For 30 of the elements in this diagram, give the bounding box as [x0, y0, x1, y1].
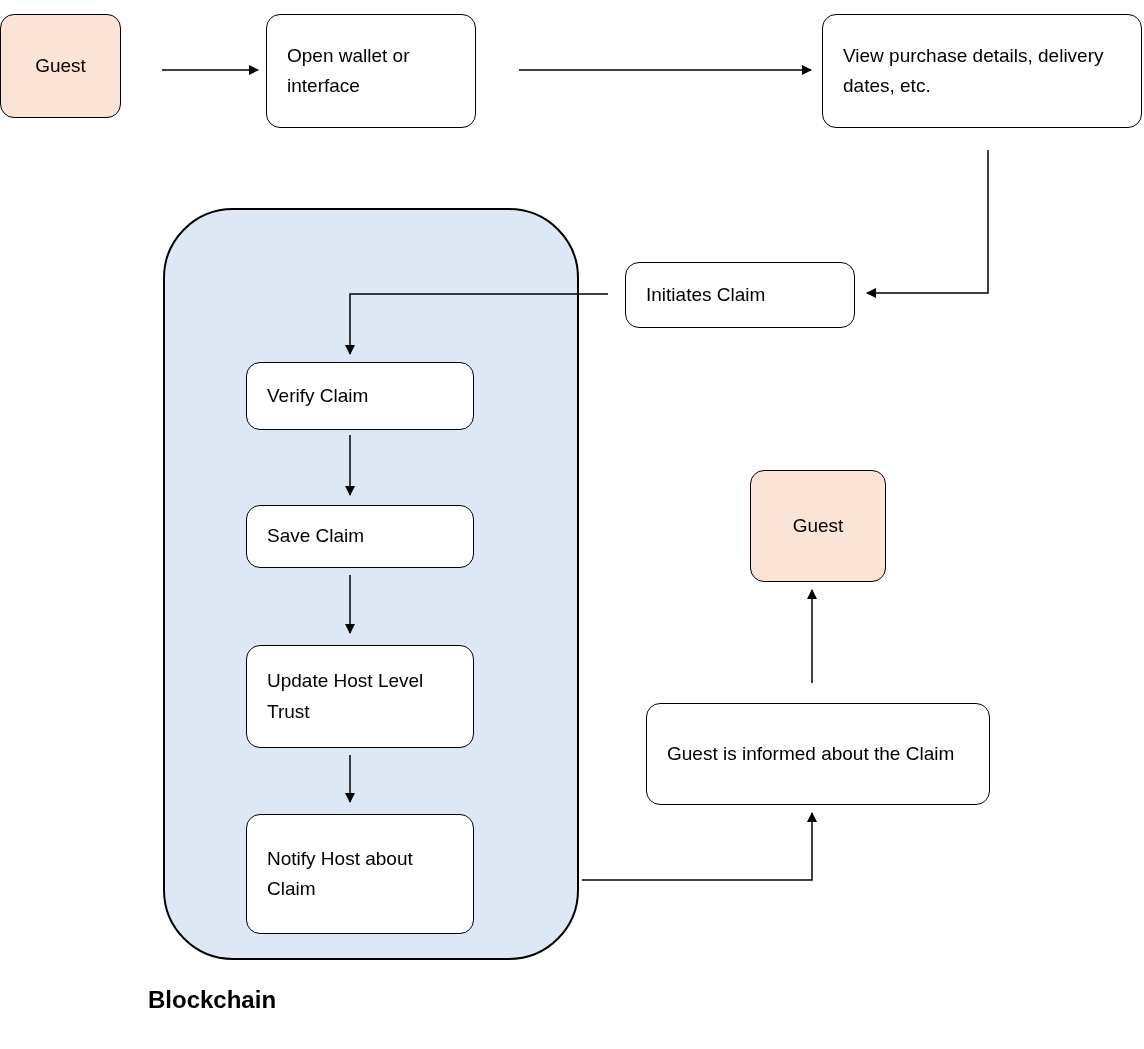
node-label: Verify Claim [267, 383, 370, 408]
arrow [345, 293, 609, 355]
node-label: Save Claim [267, 524, 366, 549]
arrow [518, 65, 812, 75]
process-box [246, 645, 474, 748]
group-title: Blockchain [148, 985, 277, 1015]
node-label: Guest is informed about the Claim [667, 741, 956, 766]
node-label: Update Host Level Trust [267, 669, 425, 724]
process-box [646, 703, 990, 805]
arrow [345, 754, 355, 803]
node-label: Notify Host about Claim [267, 846, 414, 901]
arrow [345, 574, 355, 634]
arrow [807, 589, 817, 684]
actor-box [0, 14, 121, 118]
process-box [625, 262, 855, 328]
process-box [246, 814, 474, 934]
actor-box [750, 470, 886, 582]
process-box [246, 505, 474, 568]
node-label: View purchase details, delivery dates, etc. [843, 43, 1105, 98]
node-label: Guest [35, 53, 86, 78]
arrow [866, 149, 989, 298]
process-box [266, 14, 476, 128]
arrow [161, 65, 259, 75]
process-box [246, 362, 474, 430]
node-label: Guest [792, 513, 844, 538]
arrow [581, 812, 817, 881]
arrow [345, 434, 355, 496]
node-label: Open wallet or interface [287, 43, 411, 98]
process-box [822, 14, 1142, 128]
node-label: Initiates Claim [646, 282, 767, 307]
